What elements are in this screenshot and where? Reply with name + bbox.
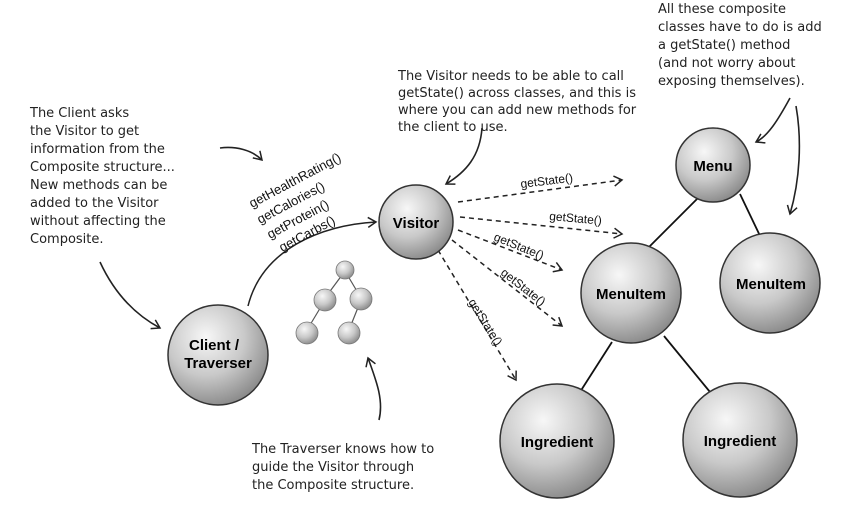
getstate-arrow-menu	[457, 175, 624, 203]
getstate-arrow-menuitem-right	[459, 216, 624, 239]
getstate-label: getState()	[492, 230, 546, 263]
edge-menu-menuitem-left	[647, 193, 703, 249]
node-visitor: Visitor	[378, 184, 454, 260]
getstate-arrows	[437, 175, 624, 382]
visitor-note: The Visitor needs to be able to call get…	[397, 69, 640, 135]
node-menuitem-left: MenuItem	[580, 242, 682, 344]
annotation-arrows	[99, 97, 801, 421]
composite-note-arrow-menu	[754, 97, 791, 144]
composite-note: All these composite classes have to do i…	[658, 2, 826, 89]
node-label: Traverser	[184, 355, 252, 372]
tree-edges	[579, 193, 763, 393]
client-note: The Client asks the Visitor to get infor…	[29, 106, 179, 247]
traverser-note: The Traverser knows how to guide the Vis…	[251, 442, 438, 493]
getstate-label: getState()	[498, 265, 548, 308]
getstate-label: getState()	[520, 171, 574, 191]
client-note-arrow	[99, 261, 162, 330]
node-label: Client /	[189, 337, 240, 354]
getstate-label: getState()	[465, 296, 505, 348]
node-client-traverser: Client / Traverser	[167, 304, 269, 406]
edge-menuitem-ingredient-left	[579, 341, 613, 393]
node-label: MenuItem	[736, 276, 806, 293]
edge-menuitem-ingredient-right	[663, 335, 711, 393]
client-to-visitor-arrow	[247, 216, 378, 307]
traverser-note-arrow	[365, 356, 382, 421]
node-label: Ingredient	[521, 434, 594, 451]
method-list: getHealthRating() getCalories() getProte…	[246, 150, 343, 255]
composite-tree-icon	[295, 260, 373, 345]
node-label: Visitor	[393, 215, 440, 232]
node-ingredient-right: Ingredient	[682, 382, 798, 498]
edge-menu-menuitem-right	[739, 193, 763, 241]
node-label: MenuItem	[596, 286, 666, 303]
getstate-arrow-menuitem-left	[457, 229, 564, 273]
visitor-note-arrow	[444, 127, 483, 185]
getstate-label: getState()	[549, 209, 603, 228]
node-label: Ingredient	[704, 433, 777, 450]
composite-note-arrow-menuitem	[786, 105, 801, 216]
node-menuitem-right: MenuItem	[719, 232, 821, 334]
node-label: Menu	[693, 158, 732, 175]
node-ingredient-left: Ingredient	[499, 383, 615, 499]
methods-note-arrow	[219, 146, 264, 162]
node-menu: Menu	[675, 127, 751, 203]
getstate-arrow-ingredient-left	[437, 249, 517, 382]
